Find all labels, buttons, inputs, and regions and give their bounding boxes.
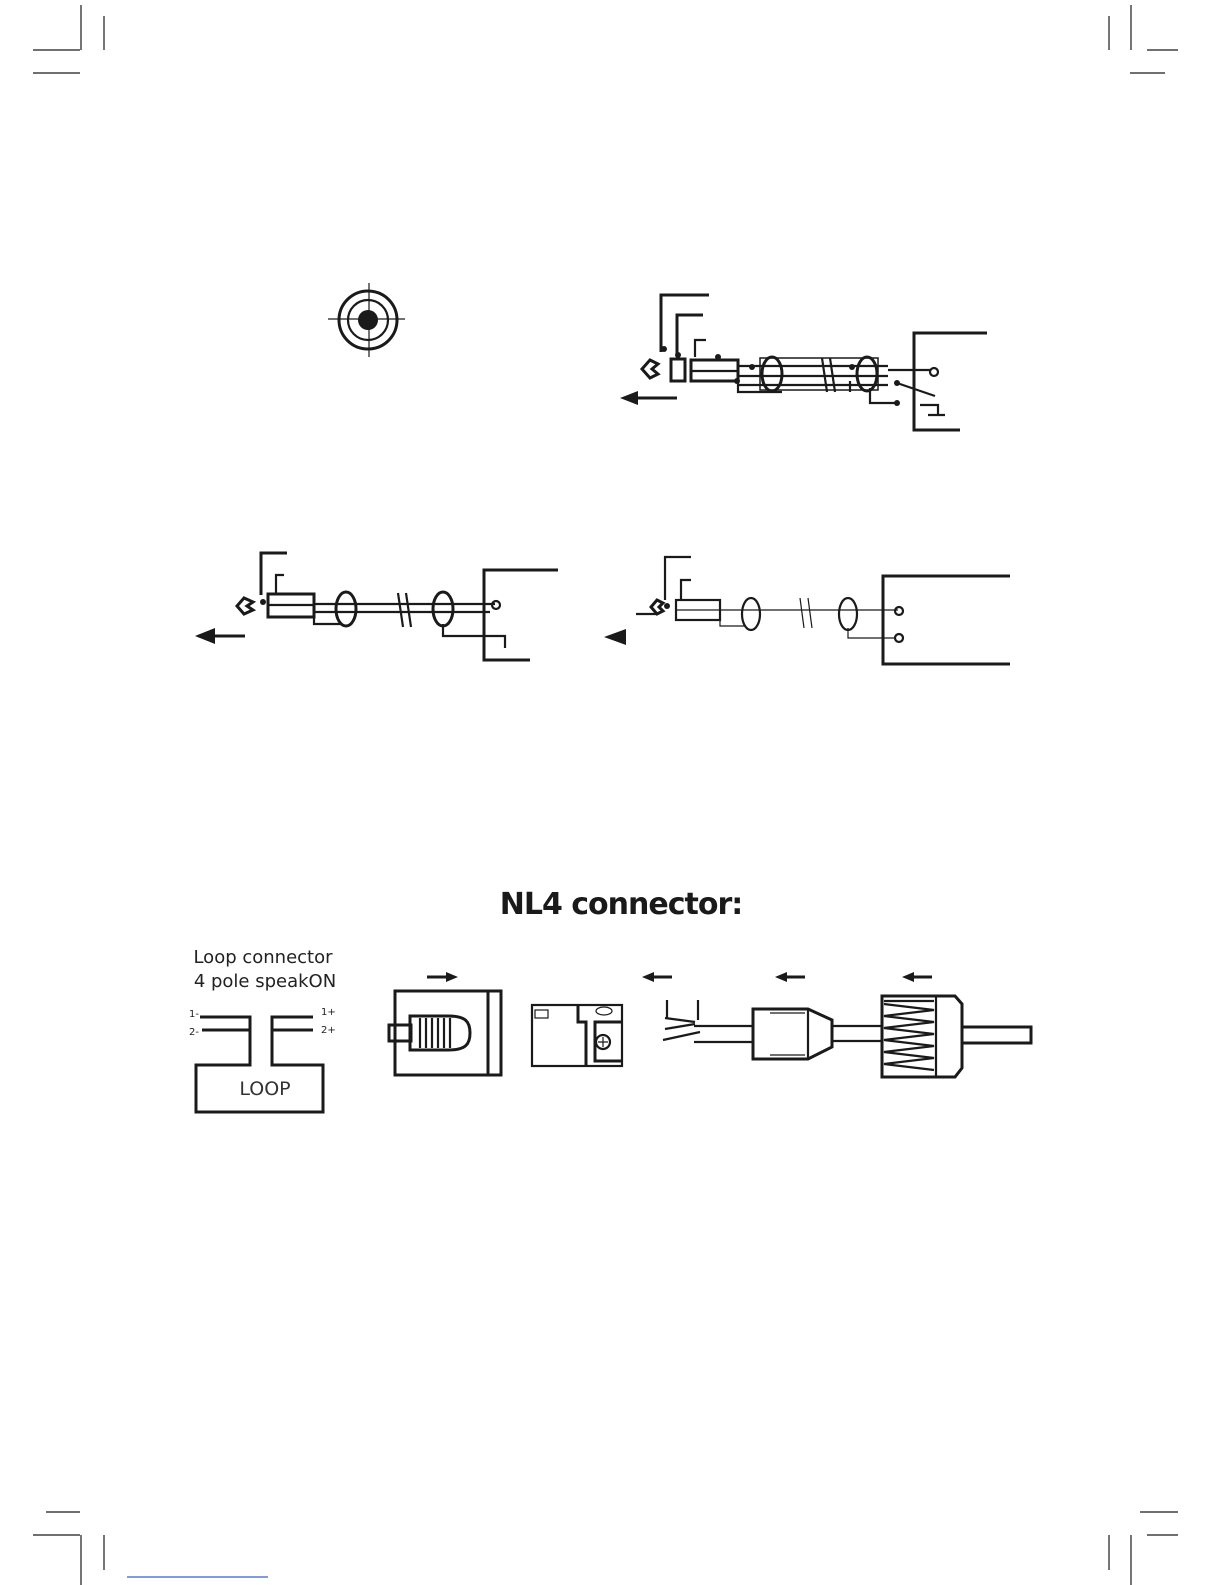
loop-box-label: LOOP xyxy=(239,1078,290,1100)
loop-connector-diagram: Loop connector 4 pole speakON 1- 2- 1+ 2… xyxy=(189,947,336,1112)
nl4-title: NL4 connector: xyxy=(500,887,743,922)
nl4-housing-part xyxy=(389,991,501,1075)
jack-socket-symbol xyxy=(328,283,405,357)
pin-label-1-plus: 1+ xyxy=(321,1007,336,1018)
pin-label-2-plus: 2+ xyxy=(321,1025,336,1036)
arrow-left-icon xyxy=(642,972,672,982)
assembly-arrows xyxy=(427,972,932,982)
arrow-left-icon xyxy=(775,972,805,982)
nl4-insert-part xyxy=(532,1005,622,1066)
pin-label-1-minus: 1- xyxy=(189,1009,199,1020)
balanced-jack-diagram xyxy=(604,557,1010,664)
crop-marks xyxy=(33,5,1178,1585)
nl4-chuck-part xyxy=(753,1009,882,1059)
pin-label-2-minus: 2- xyxy=(189,1027,199,1038)
trs-cable-diagram xyxy=(620,295,987,430)
loop-connector-label-line2: 4 pole speakON xyxy=(194,971,336,992)
loop-connector-label-line1: Loop connector xyxy=(193,947,333,968)
mono-jack-diagram xyxy=(195,553,558,660)
arrow-right-icon xyxy=(427,972,458,982)
nl4-bushing-part xyxy=(882,996,1031,1077)
arrow-left-icon xyxy=(902,972,932,982)
stripped-cable-part xyxy=(663,1000,753,1042)
